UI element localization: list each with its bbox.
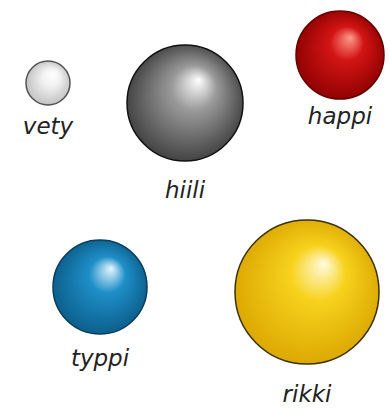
carbon-sphere <box>125 43 245 163</box>
nitrogen-sphere <box>51 238 149 336</box>
element-sphere: happi <box>294 9 386 130</box>
hydrogen-sphere <box>24 59 72 107</box>
element-name: rikki <box>283 380 332 408</box>
oxygen-sphere <box>294 9 386 101</box>
element-sphere: rikki <box>233 218 381 408</box>
element-sphere: typpi <box>51 238 149 372</box>
element-name: happi <box>308 102 372 130</box>
element-name: typpi <box>71 344 129 372</box>
element-sphere: hiili <box>125 43 245 204</box>
element-sphere: vety <box>23 59 73 140</box>
sulfur-sphere <box>233 218 381 366</box>
element-name: vety <box>23 112 73 140</box>
element-name: hiili <box>165 176 205 204</box>
